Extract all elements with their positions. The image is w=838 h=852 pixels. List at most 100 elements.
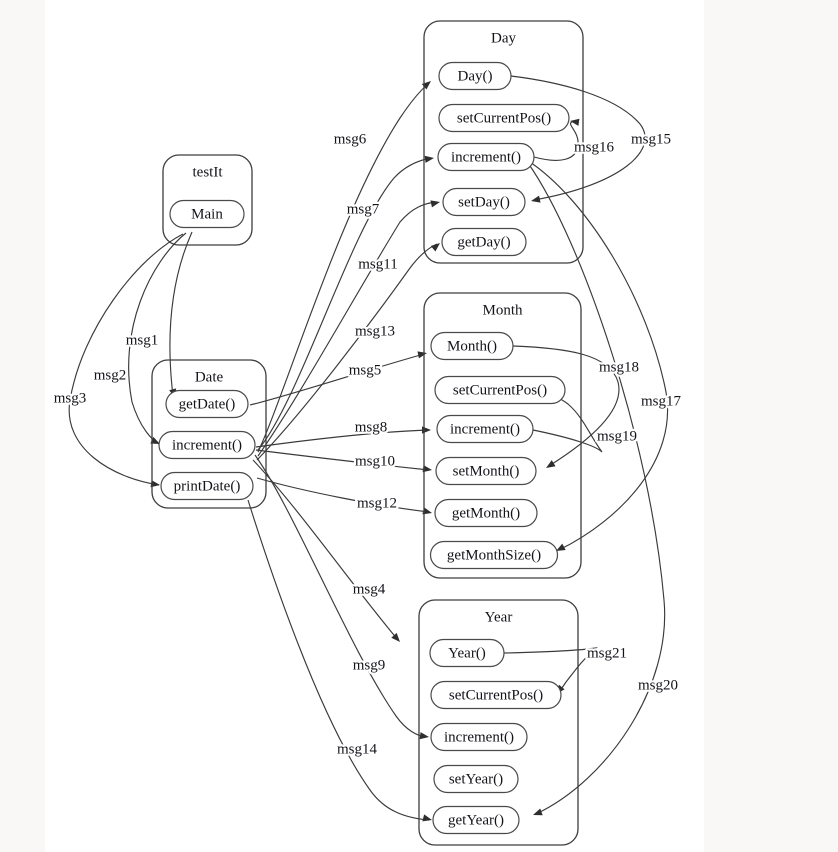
node-Year_ctor[interactable]: Year() (429, 638, 505, 668)
node-label-Main: Main (191, 206, 223, 222)
node-pill-getMonthSize (429, 540, 559, 570)
edge-label-halo-msg17: msg17 (641, 393, 682, 409)
node-getYear[interactable]: getYear() (432, 805, 520, 835)
node-setYear[interactable]: setYear() (433, 764, 519, 794)
node-pill-Date_increment (158, 430, 256, 460)
edge-msg8 (255, 429, 429, 448)
edge-msg16 (533, 121, 579, 161)
node-Month_increment[interactable]: increment() (436, 414, 534, 444)
node-pill-Month_setCurrentPos (434, 375, 566, 405)
edge-label-halo-msg7: msg7 (347, 201, 380, 217)
node-Date_increment[interactable]: increment() (158, 430, 256, 460)
edges-layer (68, 75, 669, 822)
node-pill-setYear (433, 764, 519, 794)
arrowhead-msg5 (417, 351, 427, 359)
cluster-Date[interactable]: Date getDate() increment() printDate() (151, 359, 267, 509)
node-Year_setCurrentPos[interactable]: setCurrentPos() (430, 680, 562, 710)
arrowhead-msg18 (546, 460, 556, 468)
node-setDay[interactable]: setDay() (442, 187, 526, 217)
node-Day_ctor[interactable]: Day() (438, 61, 512, 91)
edge-msg1 (169, 231, 193, 397)
node-label-Month_increment: increment() (450, 421, 520, 437)
node-Month_ctor[interactable]: Month() (430, 331, 514, 361)
cluster-box-Date (151, 359, 267, 509)
node-label-Day_ctor: Day() (458, 68, 493, 84)
cluster-title-Year: Year (485, 609, 513, 625)
edge-label-msg4: msg4 (353, 581, 386, 597)
node-pill-Year_setCurrentPos (430, 680, 562, 710)
edge-label-msg19: msg19 (597, 428, 637, 444)
edge-label-halo-msg1: msg1 (126, 332, 159, 348)
node-getDate[interactable]: getDate() (165, 389, 249, 419)
edge-label-halo-msg3: msg3 (54, 390, 87, 406)
arrowhead-msg16 (570, 118, 580, 126)
arrowhead-msg4 (391, 632, 400, 642)
cluster-Month[interactable]: MonthMonth()setCurrentPos()increment()se… (423, 292, 582, 579)
node-Month_setCurrentPos[interactable]: setCurrentPos() (434, 375, 566, 405)
edge-msg9 (254, 454, 427, 738)
edge-label-halo-msg8: msg8 (355, 419, 388, 435)
node-pill-Year_increment (430, 722, 528, 752)
edge-label-halo-msg11: msg11 (358, 256, 397, 272)
edge-label-halo-msg19: msg19 (597, 428, 637, 444)
arrowhead-msg14 (422, 814, 432, 822)
edge-label-halo-msg5: msg5 (349, 362, 382, 378)
node-label-getDay: getDay() (457, 234, 510, 250)
edge-label-halo-msg16: msg16 (574, 139, 615, 155)
edge-label-msg12: msg12 (357, 495, 397, 511)
edge-label-msg16: msg16 (574, 139, 615, 155)
node-Day_increment[interactable]: increment() (437, 142, 535, 172)
node-label-Month_setCurrentPos: setCurrentPos() (453, 382, 547, 398)
node-printDate[interactable]: printDate() (160, 471, 254, 501)
arrowhead-msg3 (150, 480, 160, 488)
edge-msg13 (256, 243, 438, 461)
node-label-setMonth: setMonth() (453, 463, 520, 479)
edge-label-msg21: msg21 (587, 645, 627, 661)
cluster-box-Year (418, 599, 579, 846)
node-Day_setCurrentPos[interactable]: setCurrentPos() (438, 103, 570, 133)
node-pill-Month_ctor (430, 331, 514, 361)
edge-label-halo-msg2: msg2 (94, 367, 127, 383)
node-Year_increment[interactable]: increment() (430, 722, 528, 752)
edge-label-halo-msg18: msg18 (599, 359, 639, 375)
node-pill-setMonth (435, 456, 537, 486)
node-pill-getYear (432, 805, 520, 835)
node-label-Date_increment: increment() (172, 437, 242, 453)
edge-label-msg11: msg11 (358, 256, 397, 272)
edge-label-msg17: msg17 (641, 393, 682, 409)
node-pill-getDay (441, 227, 527, 257)
node-pill-Day_setCurrentPos (438, 103, 570, 133)
node-getDay[interactable]: getDay() (441, 227, 527, 257)
cluster-title-Date: Date (195, 369, 224, 385)
node-label-Year_ctor: Year() (448, 645, 486, 661)
node-pill-printDate (160, 471, 254, 501)
edge-label-halo-msg15: msg15 (631, 131, 671, 147)
edge-label-msg2: msg2 (94, 367, 127, 383)
node-getMonth[interactable]: getMonth() (434, 498, 538, 528)
node-pill-Day_increment (437, 142, 535, 172)
node-pill-setDay (442, 187, 526, 217)
node-pill-Day_ctor (438, 61, 512, 91)
edge-label-msg14: msg14 (337, 741, 378, 757)
cluster-title-Day: Day (491, 30, 516, 46)
edge-label-halo-msg4: msg4 (353, 581, 386, 597)
edge-label-msg5: msg5 (349, 362, 382, 378)
node-label-setDay: setDay() (458, 194, 510, 210)
node-label-Month_ctor: Month() (447, 338, 497, 354)
edge-labels-layer: msg1msg1msg2msg2msg3msg3msg4msg4msg5msg5… (51, 129, 683, 760)
edge-label-msg7: msg7 (347, 201, 380, 217)
edge-label-halo-msg13: msg13 (355, 323, 395, 339)
node-label-setYear: setYear() (449, 771, 503, 787)
edge-label-msg8: msg8 (355, 419, 388, 435)
node-getMonthSize[interactable]: getMonthSize() (429, 540, 559, 570)
node-setMonth[interactable]: setMonth() (435, 456, 537, 486)
node-Main[interactable]: Main (169, 199, 245, 229)
edge-label-halo-msg12: msg12 (357, 495, 397, 511)
edge-msg17 (526, 159, 669, 551)
